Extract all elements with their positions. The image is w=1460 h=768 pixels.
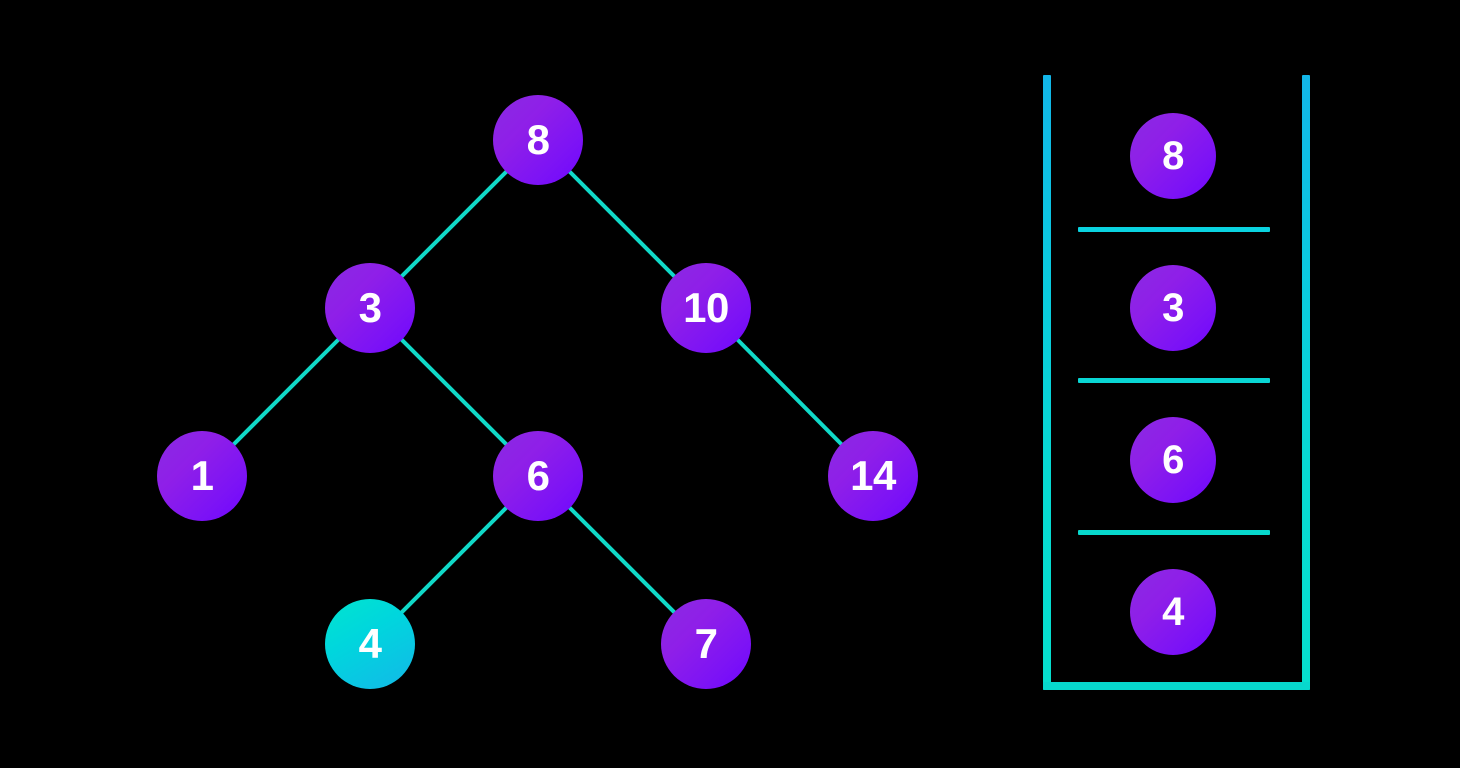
tree-node-label: 4: [358, 620, 382, 667]
stack-cell-4[interactable]: 4: [1130, 569, 1216, 655]
stack-divider: [1078, 227, 1270, 232]
tree-node-label: 3: [358, 284, 382, 331]
tree-node-1[interactable]: 1: [157, 431, 247, 521]
tree-node-6[interactable]: 6: [493, 431, 583, 521]
stack-rail-right: [1302, 75, 1310, 690]
stack-cell-label: 3: [1162, 286, 1184, 330]
tree-node-label: 8: [526, 116, 550, 163]
stack-cell-label: 4: [1162, 590, 1184, 634]
stack-cell-3[interactable]: 3: [1130, 265, 1216, 351]
stack-divider: [1078, 530, 1270, 535]
stack-bottom-bar: [1043, 682, 1310, 690]
tree-node-7[interactable]: 7: [661, 599, 751, 689]
stack-cell-6[interactable]: 6: [1130, 417, 1216, 503]
tree-node-label: 7: [694, 620, 718, 667]
stack-divider: [1078, 378, 1270, 383]
tree-node-label: 6: [526, 452, 550, 499]
stack-cell-label: 6: [1162, 438, 1184, 482]
tree-node-label: 10: [683, 284, 729, 331]
stack-cell-label: 8: [1162, 134, 1184, 178]
stack-rail-left: [1043, 75, 1051, 690]
tree-node-3[interactable]: 3: [325, 263, 415, 353]
tree-node-8[interactable]: 8: [493, 95, 583, 185]
tree-node-4[interactable]: 4: [325, 599, 415, 689]
tree-node-label: 1: [190, 452, 214, 499]
tree-node-10[interactable]: 10: [661, 263, 751, 353]
tree-node-label: 14: [850, 452, 896, 499]
tree-node-14[interactable]: 14: [828, 431, 918, 521]
stack-cell-8[interactable]: 8: [1130, 113, 1216, 199]
